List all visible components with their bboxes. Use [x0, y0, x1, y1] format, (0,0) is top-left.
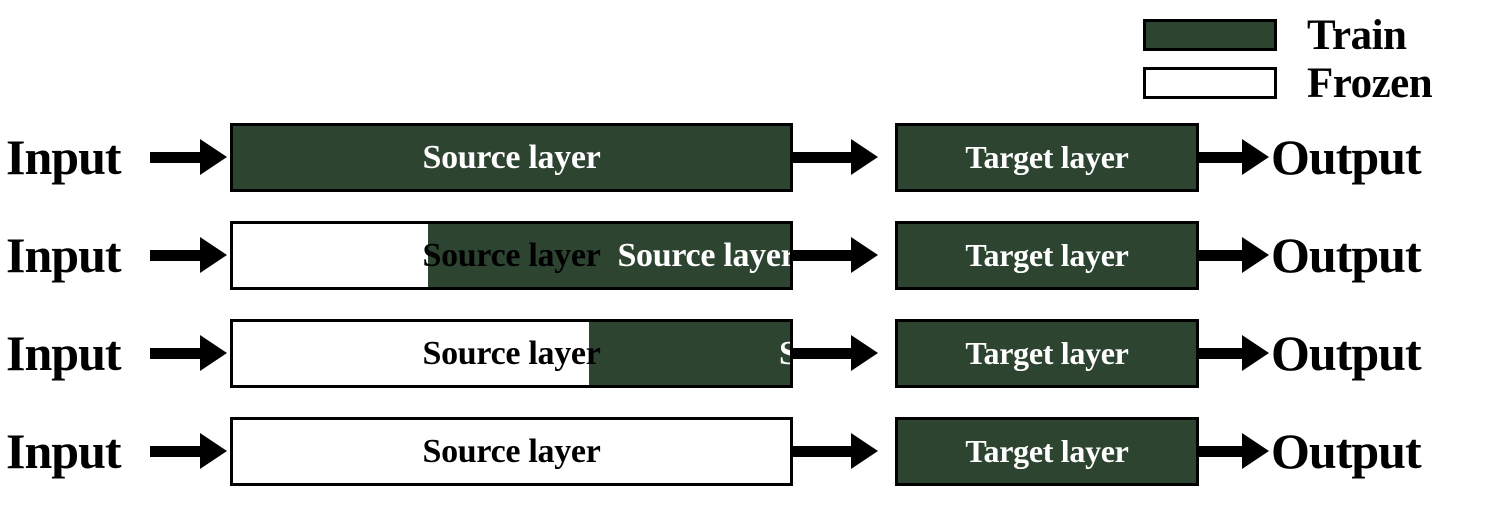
output-label: Output [1271, 227, 1422, 283]
input-label: Input [6, 129, 122, 185]
right-arrow-icon [1198, 412, 1273, 490]
right-arrow-icon [1198, 216, 1273, 294]
input-label: Input [6, 423, 122, 479]
right-arrow-icon [793, 412, 893, 490]
target-layer-label: Target layer [965, 433, 1129, 469]
legend-label-train: Train [1307, 11, 1407, 59]
target-layer-label: Target layer [965, 335, 1129, 371]
legend-swatch-train [1143, 19, 1277, 51]
source-label-overlay-clip: Source layer [428, 224, 790, 287]
right-arrow-icon [1198, 118, 1273, 196]
source-train-fill [427, 224, 790, 287]
source-label-overlay-clip: Source layer [233, 126, 790, 189]
source-layer-label: Source layer [422, 138, 601, 176]
right-arrow-icon [793, 118, 893, 196]
source-layer-label: Source layer [422, 432, 601, 470]
legend-item-train: Train [1143, 14, 1407, 57]
pipeline-row: Input Source layer Source layer Target l… [0, 118, 1489, 216]
source-layer-box: Source layer Source layer [230, 123, 793, 192]
output-label: Output [1271, 423, 1422, 479]
source-layer-label: Source layer [422, 334, 601, 372]
target-layer-box: Target layer [895, 319, 1199, 388]
pipeline-row: Input Source layer Source layer Target l… [0, 216, 1489, 314]
input-label: Input [6, 227, 122, 283]
source-layer-label-on-green: Source layer [617, 236, 790, 274]
legend-swatch-frozen [1143, 67, 1277, 99]
right-arrow-icon [150, 412, 230, 490]
legend-item-frozen: Frozen [1143, 62, 1433, 105]
output-label: Output [1271, 325, 1422, 381]
source-label-overlay-clip: Source layer [589, 322, 790, 385]
right-arrow-icon [793, 216, 893, 294]
source-train-fill [589, 322, 790, 385]
source-layer-box: Source layer Source layer [230, 221, 793, 290]
right-arrow-icon [793, 314, 893, 392]
target-layer-label: Target layer [965, 237, 1129, 273]
source-layer-box: Source layer Source layer [230, 319, 793, 388]
legend-label-frozen: Frozen [1307, 59, 1433, 107]
source-layer-label: Source layer [422, 236, 601, 274]
output-label: Output [1271, 129, 1422, 185]
input-label: Input [6, 325, 122, 381]
pipeline-row: Input Source layer Source layer Target l… [0, 314, 1489, 412]
right-arrow-icon [150, 216, 230, 294]
target-layer-box: Target layer [895, 123, 1199, 192]
source-layer-label-on-green: Source layer [589, 322, 790, 385]
right-arrow-icon [150, 118, 230, 196]
right-arrow-icon [150, 314, 230, 392]
source-layer-box: Source layer Source layer [230, 417, 793, 486]
source-train-fill [233, 126, 790, 189]
target-layer-box: Target layer [895, 221, 1199, 290]
right-arrow-icon [1198, 314, 1273, 392]
pipeline-row: Input Source layer Source layer Target l… [0, 412, 1489, 510]
target-layer-label: Target layer [965, 139, 1129, 175]
source-layer-label-on-green: Source layer [422, 138, 601, 176]
target-layer-box: Target layer [895, 417, 1199, 486]
legend: Train Frozen [1143, 14, 1483, 106]
